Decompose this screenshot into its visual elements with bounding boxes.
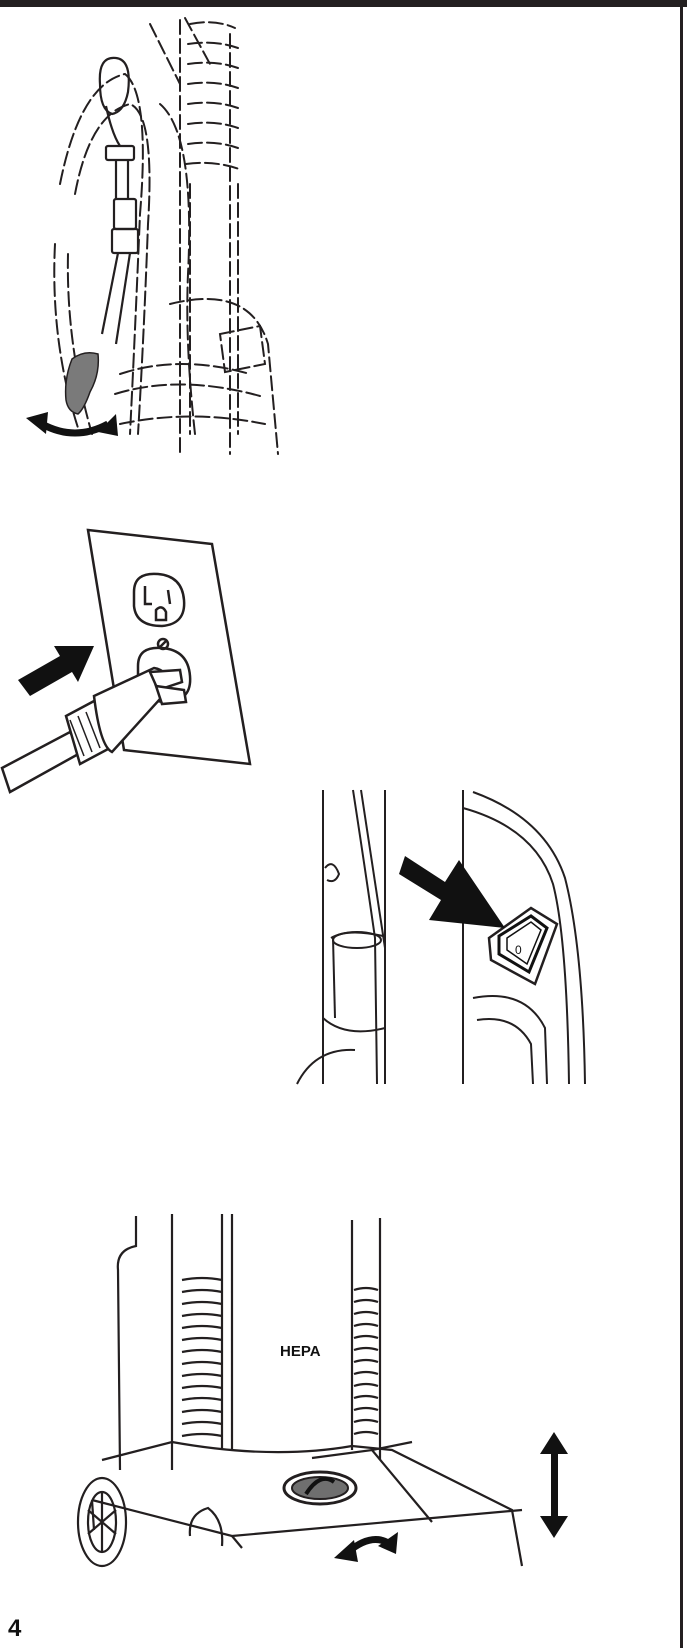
rotate-knob-arrow-icon	[334, 1532, 398, 1562]
hepa-label: HEPA	[280, 1343, 321, 1360]
top-rule	[0, 0, 687, 7]
press-switch-arrow-icon	[399, 856, 505, 928]
raise-lower-arrow-icon	[540, 1432, 568, 1538]
insert-plug-arrow-icon	[18, 646, 94, 696]
rotate-lever-arrow-icon	[26, 412, 118, 436]
outlet-figure	[0, 520, 270, 800]
right-margin-rule	[680, 0, 683, 1648]
switch-glyph: 0	[515, 943, 522, 957]
height-adjust-knob-icon	[284, 1472, 356, 1504]
height-adjust-figure: HEPA	[72, 1210, 592, 1550]
page-number: 4	[8, 1617, 21, 1641]
power-switch-figure: 0	[295, 788, 615, 1088]
release-lever-icon	[66, 353, 99, 414]
cord-hook-figure	[20, 14, 300, 466]
